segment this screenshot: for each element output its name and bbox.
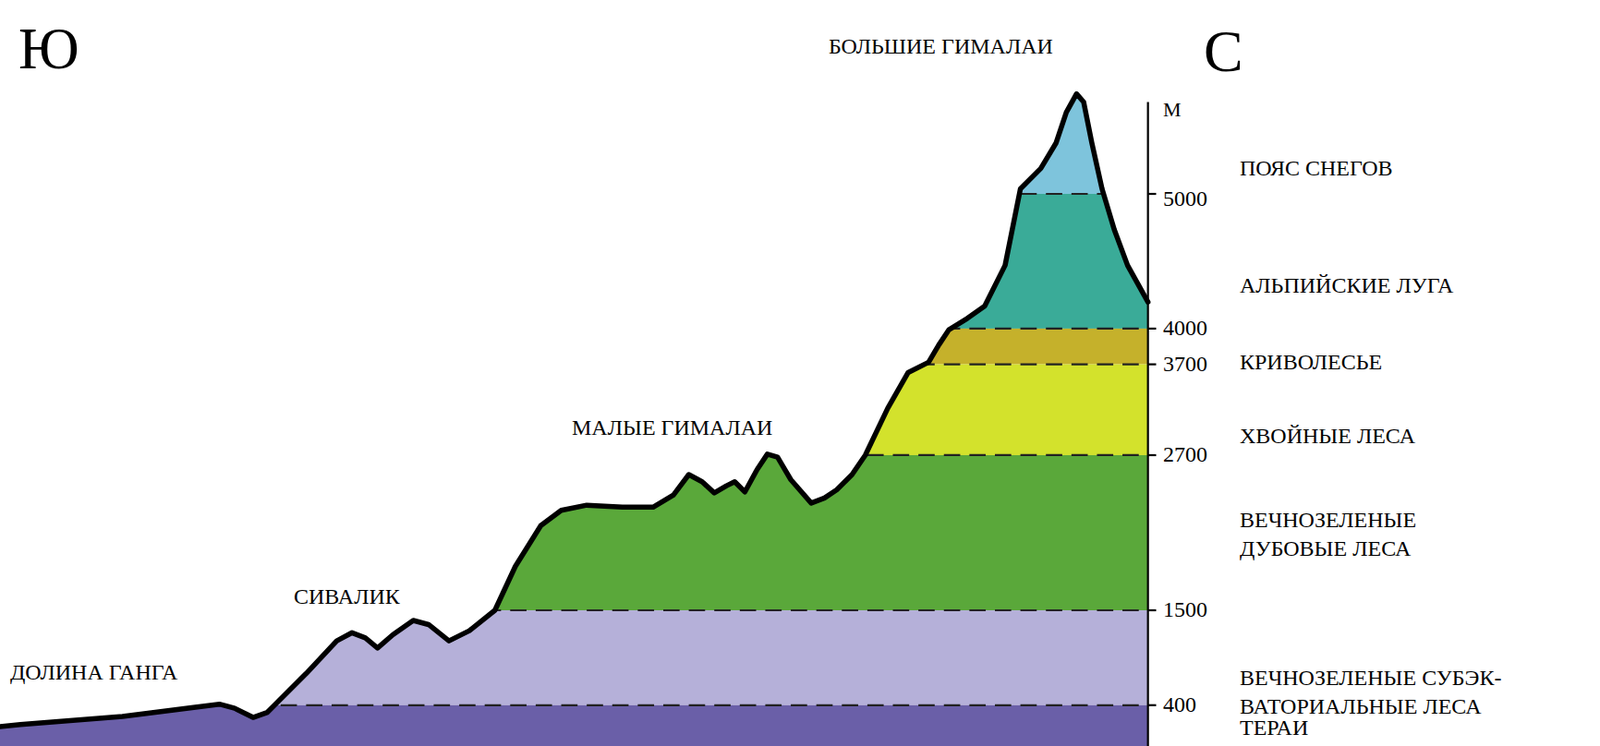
- altitude-mark: 2700: [1163, 440, 1208, 470]
- zone-name: АЛЬПИЙСКИЕ ЛУГА: [1239, 271, 1454, 301]
- altitude-mark: 400: [1163, 690, 1197, 720]
- zone-name: КРИВОЛЕСЬЕ: [1239, 348, 1382, 377]
- relief-profile: [0, 94, 1149, 728]
- region-name: ДОЛИНА ГАНГА: [10, 658, 178, 688]
- altitude-mark: 4000: [1163, 314, 1208, 343]
- range-name: СИВАЛИК: [293, 582, 400, 612]
- zone-name: ПОЯС СНЕГОВ: [1239, 154, 1394, 183]
- unit-label: М: [1163, 96, 1182, 124]
- altitude-axis: [1147, 102, 1150, 746]
- range-name: БОЛЬШИЕ ГИМАЛАИ: [828, 32, 1054, 61]
- zone-name: ВЕЧНОЗЕЛЕНЫЕ СУБЭК- ВАТОРИАЛЬНЫЕ ЛЕСА: [1239, 664, 1588, 722]
- altitude-mark: 5000: [1163, 184, 1208, 214]
- altitude-mark: 1500: [1163, 595, 1208, 625]
- axis-ticks: [1148, 193, 1157, 706]
- altitude-bands: [0, 0, 1149, 746]
- zone-name: ВЕЧНОЗЕЛЕНЫЕ ДУБОВЫЕ ЛЕСА: [1239, 506, 1495, 564]
- range-name: МАЛЫЕ ГИМАЛАИ: [571, 413, 773, 443]
- direction-north: С: [1203, 12, 1244, 90]
- direction-south: Ю: [18, 10, 80, 87]
- altitude-mark: 3700: [1163, 350, 1208, 379]
- zone-name: ХВОЙНЫЕ ЛЕСА: [1239, 422, 1416, 451]
- level-lines: [0, 193, 1149, 706]
- zone-name: ТЕРАИ: [1239, 714, 1309, 743]
